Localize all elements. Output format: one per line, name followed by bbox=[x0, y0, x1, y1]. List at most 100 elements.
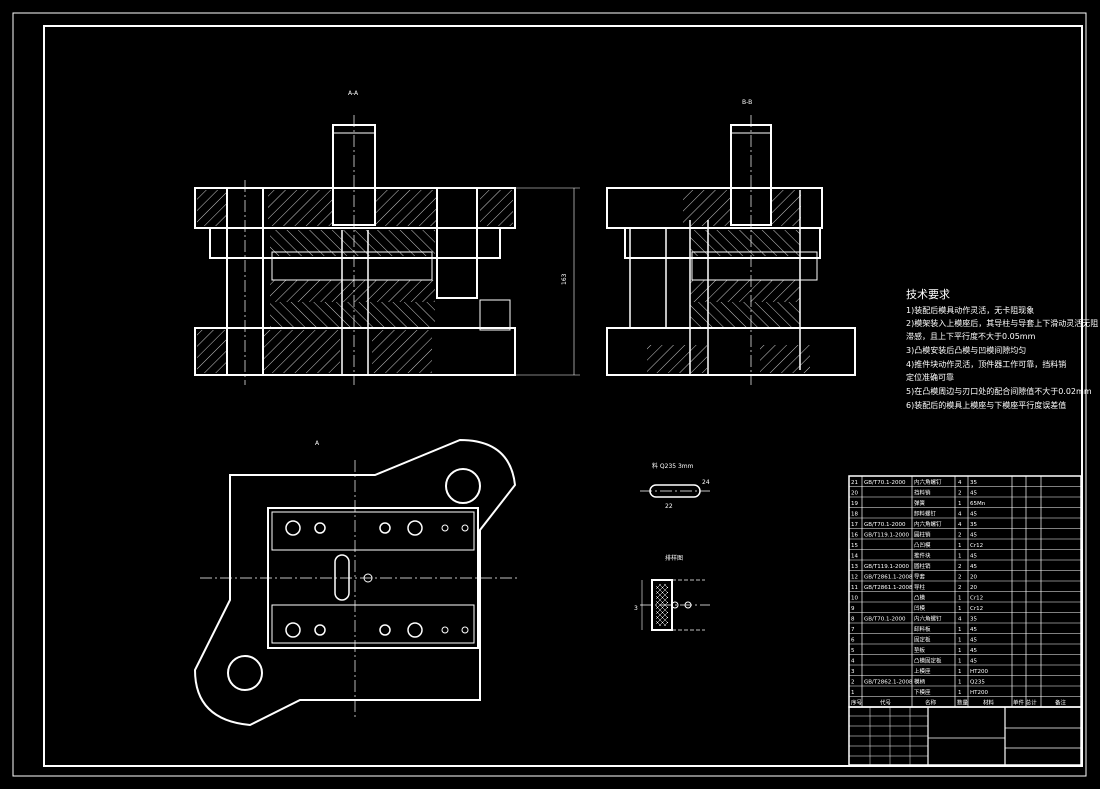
bom-header-qty: 数量 bbox=[957, 699, 969, 707]
bom-cell-mat: 35 bbox=[970, 522, 977, 528]
bom-cell-name: 垫板 bbox=[914, 646, 926, 654]
title-block bbox=[848, 706, 1082, 766]
bom-cell-mat: Cr12 bbox=[970, 543, 983, 549]
bom-cell-no: 17 bbox=[851, 522, 858, 528]
bom-cell-no: 5 bbox=[851, 648, 855, 654]
bom-cell-mat: 45 bbox=[970, 627, 977, 633]
part-drawing: 排样图 3 bbox=[634, 554, 710, 631]
bom-cell-mat: 35 bbox=[970, 480, 977, 486]
bom-cell-mat: Cr12 bbox=[970, 606, 983, 612]
bom-cell-qty: 2 bbox=[958, 533, 962, 539]
bom-cell-name: 导套 bbox=[914, 573, 926, 581]
bom-cell-code: GB/T70.1-2000 bbox=[864, 522, 906, 528]
section-bb-view: B-B bbox=[606, 99, 856, 385]
bom-cell-no: 1 bbox=[851, 690, 855, 696]
tech-req-line: 1)装配后模具动作灵活，无卡阻现象 bbox=[906, 305, 1034, 315]
bom-cell-no: 21 bbox=[851, 480, 858, 486]
bom-header-code: 代号 bbox=[880, 699, 892, 707]
bom-cell-code: GB/T119.1-2000 bbox=[864, 564, 909, 570]
bom-cell-mat: 45 bbox=[970, 564, 977, 570]
bom-cell-name: 凸模 bbox=[914, 594, 926, 602]
strip-layout: 料 Q235 3mm 24 22 bbox=[640, 462, 710, 510]
bom-cell-mat: 45 bbox=[970, 659, 977, 665]
bom-cell-code: GB/T2861.1-2008 bbox=[864, 575, 913, 581]
bom-cell-name: 挡料销 bbox=[914, 489, 931, 497]
bom-cell-code: GB/T70.1-2000 bbox=[864, 480, 906, 486]
tech-req-line: 定位准确可靠 bbox=[906, 372, 954, 382]
bom-cell-mat: 45 bbox=[970, 491, 977, 497]
bom-cell-code: GB/T70.1-2000 bbox=[864, 617, 906, 623]
bom-cell-name: 凸模固定板 bbox=[914, 657, 942, 665]
bom-cell-qty: 1 bbox=[958, 659, 962, 665]
bom-cell-mat: HT200 bbox=[970, 669, 988, 675]
bom-cell-mat: 20 bbox=[970, 575, 977, 581]
bom-cell-name: 内六角螺钉 bbox=[914, 520, 942, 528]
tech-req-title: 技术要求 bbox=[906, 288, 950, 301]
bom-cell-qty: 1 bbox=[958, 669, 962, 675]
bom-cell-qty: 1 bbox=[958, 690, 962, 696]
bom-cell-mat: Cr12 bbox=[970, 596, 983, 602]
bom-cell-qty: 4 bbox=[958, 512, 962, 518]
bom-cell-no: 13 bbox=[851, 564, 858, 570]
bom-cell-mat: 35 bbox=[970, 617, 977, 623]
tech-req-line: 6)装配后的模具上模座与下模座平行度误差值 bbox=[906, 400, 1066, 410]
bom-cell-no: 6 bbox=[851, 638, 855, 644]
plan-view: A bbox=[193, 438, 520, 727]
bom-cell-no: 9 bbox=[851, 606, 855, 612]
bom-cell-qty: 1 bbox=[958, 543, 962, 549]
bom-cell-qty: 2 bbox=[958, 564, 962, 570]
bom-cell-qty: 1 bbox=[958, 638, 962, 644]
bom-cell-qty: 1 bbox=[958, 627, 962, 633]
bom-header-weight: 单件 总计 bbox=[1013, 699, 1037, 707]
bom-cell-name: 圆柱销 bbox=[914, 531, 931, 539]
bom-cell-qty: 1 bbox=[958, 554, 962, 560]
bom-cell-no: 16 bbox=[851, 533, 858, 539]
section-bb-label: B-B bbox=[742, 99, 752, 106]
bom-cell-mat: 45 bbox=[970, 648, 977, 654]
bom-cell-code: GB/T2862.1-2008 bbox=[864, 680, 913, 686]
bom-header-no: 序号 bbox=[851, 699, 863, 707]
bom-cell-no: 2 bbox=[851, 680, 855, 686]
strip-pitch-dim: 22 bbox=[665, 503, 673, 510]
bom-cell-qty: 4 bbox=[958, 617, 962, 623]
bom-header-name: 名称 bbox=[925, 699, 937, 707]
bom-cell-name: 导柱 bbox=[914, 583, 926, 591]
bom-cell-mat: 45 bbox=[970, 554, 977, 560]
bom-cell-qty: 2 bbox=[958, 585, 962, 591]
tech-req-line: 3)凸模安装后凸模与凹模间隙均匀 bbox=[906, 345, 1026, 355]
tech-req-line: 滞感，且上下平行度不大于0.05mm bbox=[906, 331, 1036, 341]
bom-cell-qty: 1 bbox=[958, 648, 962, 654]
bom-cell-mat: 45 bbox=[970, 512, 977, 518]
strip-width-dim: 24 bbox=[702, 479, 710, 486]
bom-cell-no: 7 bbox=[851, 627, 855, 633]
section-aa-label: A-A bbox=[348, 90, 359, 97]
dim-height: 163 bbox=[561, 273, 568, 285]
bom-cell-no: 18 bbox=[851, 512, 858, 518]
bom-header-mat: 材料 bbox=[983, 699, 995, 707]
bom-cell-no: 15 bbox=[851, 543, 858, 549]
tech-requirements: 技术要求 1)装配后模具动作灵活，无卡阻现象 2)模架装入上模座后，其导柱与导套… bbox=[906, 288, 1098, 410]
bom-cell-name: 上模座 bbox=[914, 667, 931, 675]
bom-cell-no: 19 bbox=[851, 501, 858, 507]
bom-cell-no: 12 bbox=[851, 575, 858, 581]
tech-req-line: 2)模架装入上模座后，其导柱与导套上下滑动灵活无阻 bbox=[906, 318, 1098, 328]
bom-cell-qty: 1 bbox=[958, 596, 962, 602]
bom-cell-no: 20 bbox=[851, 491, 858, 497]
bom-cell-name: 凸凹模 bbox=[914, 541, 931, 549]
bom-cell-no: 4 bbox=[851, 659, 855, 665]
tech-req-line: 5)在凸模周边与刃口处的配合间隙值不大于0.02mm bbox=[906, 386, 1092, 396]
bom-cell-name: 固定板 bbox=[914, 636, 931, 644]
outer-frame bbox=[12, 12, 1087, 777]
bom-cell-qty: 2 bbox=[958, 575, 962, 581]
bom-cell-no: 11 bbox=[851, 585, 858, 591]
bom-cell-name: 下模座 bbox=[914, 688, 931, 696]
bom-header-note: 备注 bbox=[1055, 699, 1067, 707]
bom-cell-name: 模柄 bbox=[914, 678, 926, 686]
bom-cell-mat: 45 bbox=[970, 533, 977, 539]
part-label: 排样图 bbox=[665, 554, 683, 562]
bom-cell-qty: 1 bbox=[958, 501, 962, 507]
bom-cell-code: GB/T119.1-2000 bbox=[864, 533, 909, 539]
bom-cell-no: 3 bbox=[851, 669, 855, 675]
